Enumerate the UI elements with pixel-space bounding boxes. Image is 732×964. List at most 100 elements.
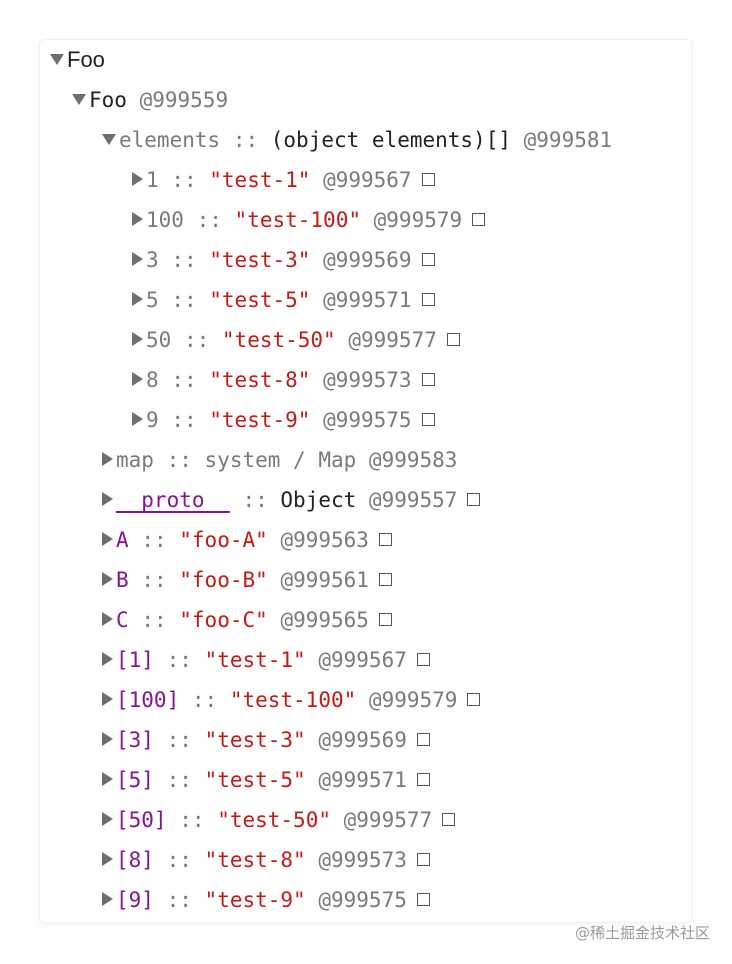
property-type: system / Map (204, 448, 357, 472)
collapsed-triangle-icon[interactable] (132, 252, 143, 266)
heap-snapshot-panel: Foo Foo @999559 elements :: (object elem… (40, 40, 691, 922)
object-address: @999575 (323, 408, 412, 432)
expanded-triangle-icon[interactable] (72, 93, 86, 105)
collapsed-triangle-icon[interactable] (132, 292, 143, 306)
collapsed-triangle-icon[interactable] (102, 652, 113, 666)
reveal-square-icon[interactable] (416, 652, 430, 666)
element-row[interactable]: 50 :: "test-50" @999577 (132, 320, 460, 360)
object-address: @999579 (373, 208, 463, 232)
object-address: @999583 (368, 448, 458, 472)
element-row[interactable]: 3 :: "test-3" @999569 (132, 240, 435, 280)
element-row[interactable]: 8 :: "test-8" @999573 (132, 360, 435, 400)
object-address: @999567 (323, 168, 412, 192)
tree-row-root[interactable]: Foo (50, 40, 105, 80)
tree-row-elements[interactable]: elements :: (object elements)[] @999581 (102, 120, 612, 160)
indexed-row[interactable]: [100] :: "test-100" @999579 (102, 680, 481, 720)
reveal-square-icon[interactable] (442, 812, 456, 826)
object-address: @999561 (280, 568, 369, 592)
property-row[interactable]: B :: "foo-B" @999561 (102, 560, 392, 600)
property-row[interactable]: A :: "foo-A" @999563 (102, 520, 392, 560)
reveal-square-icon[interactable] (378, 532, 392, 546)
object-address: @999579 (368, 688, 458, 712)
separator: :: (191, 688, 218, 712)
tree-row-instance[interactable]: Foo @999559 (72, 80, 228, 120)
reveal-square-icon[interactable] (467, 692, 481, 706)
element-row[interactable]: 100 :: "test-100" @999579 (132, 200, 486, 240)
indexed-row[interactable]: [8] :: "test-8" @999573 (102, 840, 430, 880)
string-value: "test-3" (209, 248, 311, 272)
string-value: "test-1" (209, 168, 311, 192)
element-row[interactable]: 1 :: "test-1" @999567 (132, 160, 435, 200)
property-name: 9 (146, 408, 159, 432)
reveal-square-icon[interactable] (421, 412, 435, 426)
string-value: "test-8" (209, 368, 311, 392)
object-address: @999577 (348, 328, 437, 352)
element-row[interactable]: 9 :: "test-9" @999575 (132, 400, 435, 440)
separator: :: (171, 248, 197, 272)
expanded-triangle-icon[interactable] (102, 133, 116, 145)
indexed-row[interactable]: [50] :: "test-50" @999577 (102, 800, 456, 840)
reveal-square-icon[interactable] (467, 492, 481, 506)
collapsed-triangle-icon[interactable] (102, 772, 113, 786)
string-value: "test-9" (204, 888, 306, 912)
string-value: "test-9" (209, 408, 311, 432)
property-name: A (116, 528, 129, 552)
property-name: [9] (116, 888, 154, 912)
indexed-row[interactable]: [3] :: "test-3" @999569 (102, 720, 430, 760)
object-address: @999569 (323, 248, 412, 272)
collapsed-triangle-icon[interactable] (102, 452, 113, 466)
reveal-square-icon[interactable] (416, 732, 430, 746)
collapsed-triangle-icon[interactable] (102, 852, 113, 866)
collapsed-triangle-icon[interactable] (132, 412, 143, 426)
collapsed-triangle-icon[interactable] (102, 532, 113, 546)
separator: :: (141, 608, 167, 632)
property-type: (object elements)[] (270, 128, 511, 152)
expanded-triangle-icon[interactable] (50, 53, 64, 65)
string-value: "foo-B" (179, 568, 268, 592)
collapsed-triangle-icon[interactable] (132, 172, 143, 186)
reveal-square-icon[interactable] (421, 172, 435, 186)
object-address: @999571 (323, 288, 412, 312)
collapsed-triangle-icon[interactable] (102, 612, 113, 626)
object-address: @999563 (280, 528, 369, 552)
reveal-square-icon[interactable] (472, 212, 486, 226)
element-row[interactable]: 5 :: "test-5" @999571 (132, 280, 435, 320)
property-name: 5 (146, 288, 159, 312)
string-value: "test-50" (221, 328, 336, 352)
collapsed-triangle-icon[interactable] (132, 372, 143, 386)
indexed-row[interactable]: [1] :: "test-1" @999567 (102, 640, 430, 680)
reveal-square-icon[interactable] (421, 372, 435, 386)
reveal-square-icon[interactable] (416, 852, 430, 866)
collapsed-triangle-icon[interactable] (102, 492, 113, 506)
collapsed-triangle-icon[interactable] (102, 892, 113, 906)
property-name: [3] (116, 728, 154, 752)
string-value: "test-50" (217, 808, 331, 832)
indexed-row[interactable]: [9] :: "test-9" @999575 (102, 880, 430, 920)
reveal-square-icon[interactable] (421, 292, 435, 306)
property-name: 50 (146, 328, 172, 352)
reveal-square-icon[interactable] (416, 772, 430, 786)
property-type: Object (280, 488, 357, 512)
collapsed-triangle-icon[interactable] (102, 732, 113, 746)
object-address: @999559 (139, 88, 229, 112)
property-name: __proto__ (116, 488, 230, 512)
string-value: "test-8" (204, 848, 306, 872)
object-address: @999571 (318, 768, 407, 792)
collapsed-triangle-icon[interactable] (132, 332, 143, 346)
object-address: @999573 (318, 848, 407, 872)
property-row[interactable]: C :: "foo-C" @999565 (102, 600, 392, 640)
reveal-square-icon[interactable] (416, 892, 430, 906)
tree-row-map[interactable]: map :: system / Map @999583 (102, 440, 457, 480)
indexed-row[interactable]: [5] :: "test-5" @999571 (102, 760, 430, 800)
root-label: Foo (67, 47, 105, 72)
collapsed-triangle-icon[interactable] (102, 692, 113, 706)
collapsed-triangle-icon[interactable] (102, 812, 113, 826)
reveal-square-icon[interactable] (378, 612, 392, 626)
reveal-square-icon[interactable] (378, 572, 392, 586)
reveal-square-icon[interactable] (421, 252, 435, 266)
separator: :: (171, 408, 197, 432)
tree-row-proto[interactable]: __proto__ :: Object @999557 (102, 480, 481, 520)
reveal-square-icon[interactable] (446, 332, 460, 346)
collapsed-triangle-icon[interactable] (132, 212, 143, 226)
collapsed-triangle-icon[interactable] (102, 572, 113, 586)
